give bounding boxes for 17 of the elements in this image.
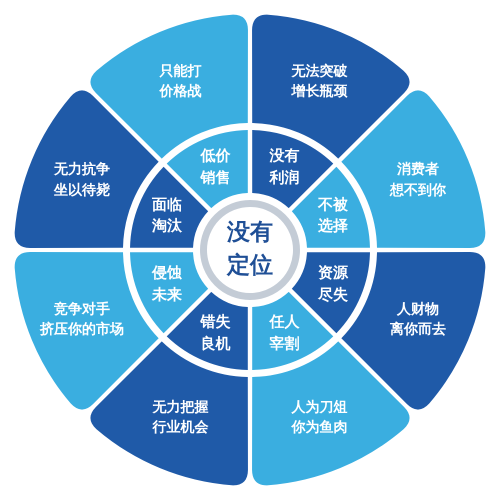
segment-label: 人财物离你而去 bbox=[390, 300, 446, 340]
segment-label: 资源尽失 bbox=[318, 262, 348, 306]
segment-label: 无法突破增长瓶颈 bbox=[292, 62, 348, 102]
segment-label: 消费者想不到你 bbox=[390, 160, 446, 200]
segment-label: 无力抗争坐以待毙 bbox=[54, 160, 110, 200]
segment-label: 侵蚀未来 bbox=[152, 262, 182, 306]
segment-label: 任人宰割 bbox=[269, 311, 300, 354]
segment-label: 竞争对手挤压你的市场 bbox=[40, 300, 124, 340]
segment-label: 错失良机 bbox=[200, 311, 231, 354]
segment-label: 没有利润 bbox=[269, 145, 300, 188]
segment-label: 不被选择 bbox=[318, 194, 348, 237]
segment-label: 无力把握行业机会 bbox=[152, 398, 208, 438]
segment-label: 面临淘汰 bbox=[152, 194, 182, 237]
segment-label: 低价销售 bbox=[200, 145, 231, 188]
center-text: 没有定位 bbox=[227, 218, 273, 281]
segment-label: 只能打价格战 bbox=[159, 62, 202, 102]
segment-label: 人为刀俎你为鱼肉 bbox=[292, 398, 348, 438]
